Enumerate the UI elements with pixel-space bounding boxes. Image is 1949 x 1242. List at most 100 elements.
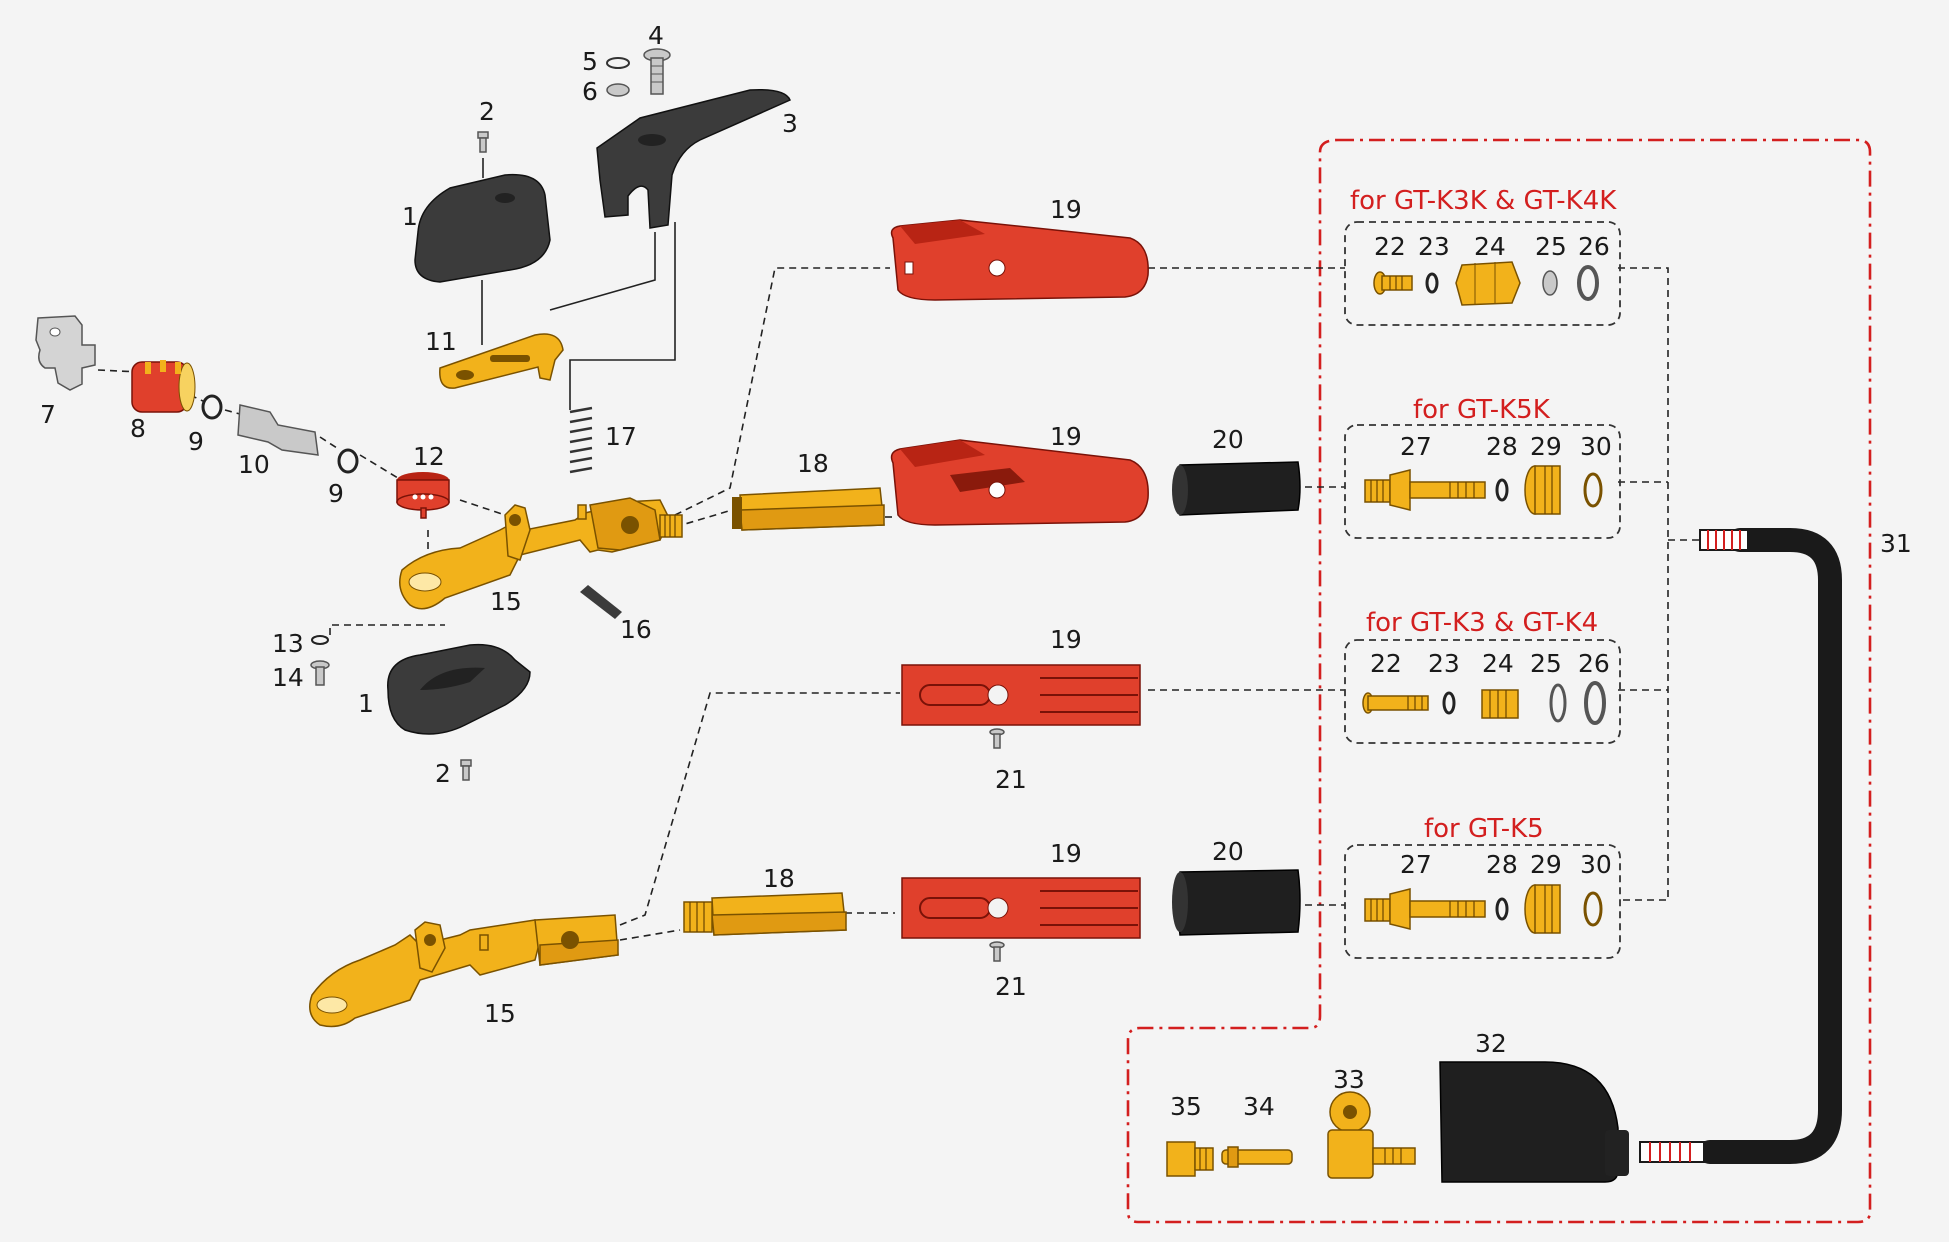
trigger-lever-part-3 bbox=[596, 88, 791, 229]
label-part-3: 3 bbox=[782, 109, 798, 138]
screw-part-21-a bbox=[989, 728, 1005, 749]
contact-screw-part-22-a bbox=[1373, 271, 1413, 295]
label-part-12: 12 bbox=[413, 442, 445, 471]
label-kit1-26: 26 bbox=[1578, 232, 1610, 261]
label-part-6: 6 bbox=[582, 77, 598, 106]
washer-part-25-b bbox=[1549, 683, 1567, 723]
label-part-8: 8 bbox=[130, 414, 146, 443]
label-part-4: 4 bbox=[648, 21, 664, 50]
label-part-19-c: 19 bbox=[1050, 625, 1082, 654]
red-insulator-part-19-c bbox=[901, 664, 1141, 726]
o-ring-part-9-b bbox=[337, 448, 359, 474]
valve-part-10 bbox=[237, 404, 319, 456]
label-part-31: 31 bbox=[1880, 529, 1912, 558]
washer-part-26-b bbox=[1584, 681, 1606, 725]
label-kit2-30: 30 bbox=[1580, 432, 1612, 461]
kit-box-gt-k5 bbox=[1344, 844, 1621, 959]
label-part-19-d: 19 bbox=[1050, 839, 1082, 868]
handle-cover-part-1-top bbox=[414, 173, 551, 283]
o-ring-part-23-b bbox=[1442, 691, 1456, 715]
screw-part-2-top bbox=[477, 131, 489, 153]
kit-box-gt-k3-k4 bbox=[1344, 639, 1621, 744]
washer-part-30-b bbox=[1583, 891, 1603, 927]
connector-part-27-a bbox=[1364, 469, 1486, 511]
black-sleeve-part-20-b bbox=[1172, 869, 1301, 936]
label-kit3-22: 22 bbox=[1370, 649, 1402, 678]
kit-box-gt-k3k-k4k bbox=[1344, 221, 1621, 326]
red-cup-part-12 bbox=[396, 472, 450, 519]
spring-part-17 bbox=[569, 406, 593, 474]
cable-part-31 bbox=[1639, 528, 1842, 1164]
label-part-9-a: 9 bbox=[188, 427, 204, 456]
red-nut-part-8 bbox=[131, 360, 196, 413]
label-kit3-26: 26 bbox=[1578, 649, 1610, 678]
black-sleeve-part-20-a bbox=[1172, 461, 1301, 516]
label-part-15-bottom: 15 bbox=[484, 999, 516, 1028]
label-kit1-25: 25 bbox=[1535, 232, 1567, 261]
hex-nut-part-24-a bbox=[1455, 261, 1521, 306]
brass-body-part-15-top bbox=[399, 497, 683, 610]
label-part-15-top: 15 bbox=[490, 587, 522, 616]
kit2-parts bbox=[1364, 465, 1603, 515]
label-part-7: 7 bbox=[40, 400, 56, 429]
label-kit3-24: 24 bbox=[1482, 649, 1514, 678]
label-part-17: 17 bbox=[605, 422, 637, 451]
label-part-32: 32 bbox=[1475, 1029, 1507, 1058]
label-part-13: 13 bbox=[272, 629, 304, 658]
red-insulator-part-19-d bbox=[901, 877, 1141, 939]
kit2-title: for GT-K5K bbox=[1413, 395, 1551, 425]
kit1-title: for GT-K3K & GT-K4K bbox=[1350, 186, 1617, 216]
label-part-20-b: 20 bbox=[1212, 837, 1244, 866]
kit-titles: for GT-K3K & GT-K4K for GT-K5K for GT-K3… bbox=[1350, 186, 1617, 844]
screw-part-14 bbox=[310, 660, 330, 686]
label-kit1-23: 23 bbox=[1418, 232, 1450, 261]
label-kit4-29: 29 bbox=[1530, 850, 1562, 879]
label-kit1-24: 24 bbox=[1474, 232, 1506, 261]
screw-part-21-b bbox=[989, 941, 1005, 962]
part-number-labels: 1 2 3 4 5 6 7 8 9 10 9 11 12 17 15 16 13… bbox=[40, 21, 1912, 1121]
label-part-1-bottom: 1 bbox=[358, 689, 374, 718]
label-kit3-25: 25 bbox=[1530, 649, 1562, 678]
label-part-19-a: 19 bbox=[1050, 195, 1082, 224]
brass-tube-part-18-a bbox=[732, 487, 885, 531]
washer-part-6 bbox=[606, 83, 630, 97]
washer-part-5 bbox=[606, 57, 630, 69]
label-kit3-23: 23 bbox=[1428, 649, 1460, 678]
brass-tube-part-18-b bbox=[683, 892, 847, 936]
washer-part-25-a bbox=[1542, 270, 1558, 296]
kit1-parts bbox=[1373, 261, 1599, 306]
label-part-2-top: 2 bbox=[479, 97, 495, 126]
o-ring-part-9-a bbox=[201, 394, 223, 420]
label-kit2-27: 27 bbox=[1400, 432, 1432, 461]
label-part-19-b: 19 bbox=[1050, 422, 1082, 451]
label-part-21-b: 21 bbox=[995, 972, 1027, 1001]
label-kit4-28: 28 bbox=[1486, 850, 1518, 879]
screw-part-4 bbox=[643, 48, 671, 95]
key-tool-part-7 bbox=[35, 315, 96, 391]
nut-part-35 bbox=[1166, 1141, 1214, 1177]
brass-body-part-15-bottom bbox=[309, 914, 619, 1028]
connector-part-33 bbox=[1327, 1091, 1416, 1179]
red-handle-part-19-a bbox=[890, 219, 1149, 301]
connector-part-27-b bbox=[1364, 888, 1486, 930]
kit4-parts bbox=[1364, 884, 1603, 934]
label-kit1-22: 22 bbox=[1374, 232, 1406, 261]
label-part-18-b: 18 bbox=[763, 864, 795, 893]
label-kit4-27: 27 bbox=[1400, 850, 1432, 879]
nut-part-29-a bbox=[1524, 465, 1561, 515]
o-ring-part-28-a bbox=[1495, 478, 1509, 502]
kit3-title: for GT-K3 & GT-K4 bbox=[1366, 608, 1598, 638]
washer-part-30-a bbox=[1583, 472, 1603, 508]
label-part-33: 33 bbox=[1333, 1065, 1365, 1094]
label-part-2-bottom: 2 bbox=[435, 759, 451, 788]
label-part-5: 5 bbox=[582, 47, 598, 76]
screw-part-2-bottom bbox=[460, 759, 472, 781]
label-part-14: 14 bbox=[272, 663, 304, 692]
label-part-35: 35 bbox=[1170, 1092, 1202, 1121]
label-part-18-a: 18 bbox=[797, 449, 829, 478]
nut-part-29-b bbox=[1524, 884, 1561, 934]
kit4-title: for GT-K5 bbox=[1424, 814, 1544, 844]
contact-screw-part-22-b bbox=[1362, 692, 1429, 714]
label-part-16: 16 bbox=[620, 615, 652, 644]
